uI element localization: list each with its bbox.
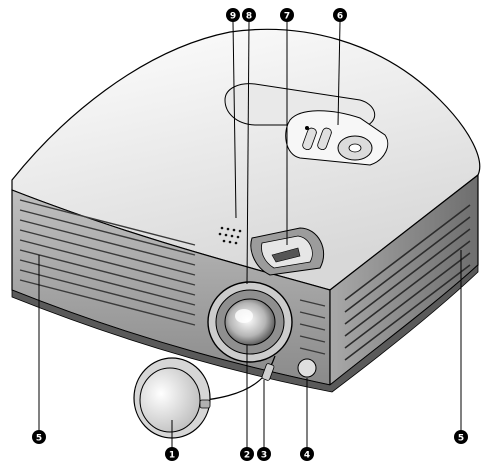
callout-8-label: 8 xyxy=(246,12,252,22)
callout-2: 2 xyxy=(240,447,254,461)
callout-5-right-label: 5 xyxy=(458,434,464,444)
callout-3: 3 xyxy=(257,447,271,461)
indicator-led xyxy=(305,126,309,130)
callout-5-left-label: 5 xyxy=(36,434,42,444)
callout-5-left: 5 xyxy=(32,430,46,444)
control-panel xyxy=(285,110,389,166)
projection-lens xyxy=(207,281,293,363)
callout-1: 1 xyxy=(165,447,179,461)
power-button xyxy=(302,127,317,150)
callout-4-label: 4 xyxy=(304,451,310,461)
zoom-focus-ring xyxy=(250,227,325,276)
source-button xyxy=(317,127,332,150)
callout-7: 7 xyxy=(280,8,294,22)
callout-8: 8 xyxy=(242,8,256,22)
callout-6: 6 xyxy=(333,8,347,22)
callout-9: 9 xyxy=(226,8,240,22)
front-vents xyxy=(19,199,326,355)
callout-7-label: 7 xyxy=(284,12,290,22)
side-vents xyxy=(344,204,471,361)
lens-cap xyxy=(133,355,276,439)
callout-9-label: 9 xyxy=(230,12,236,22)
leader-lines xyxy=(38,21,462,450)
speaker-holes xyxy=(218,226,242,245)
callout-2-label: 2 xyxy=(244,451,250,461)
callout-1-label: 1 xyxy=(169,451,175,461)
callout-6-label: 6 xyxy=(337,12,343,22)
callout-5-right: 5 xyxy=(454,430,468,444)
callout-4: 4 xyxy=(300,447,314,461)
ir-receiver xyxy=(297,358,317,378)
callout-3-label: 3 xyxy=(261,451,267,461)
projector-bottom-edge xyxy=(11,264,479,393)
